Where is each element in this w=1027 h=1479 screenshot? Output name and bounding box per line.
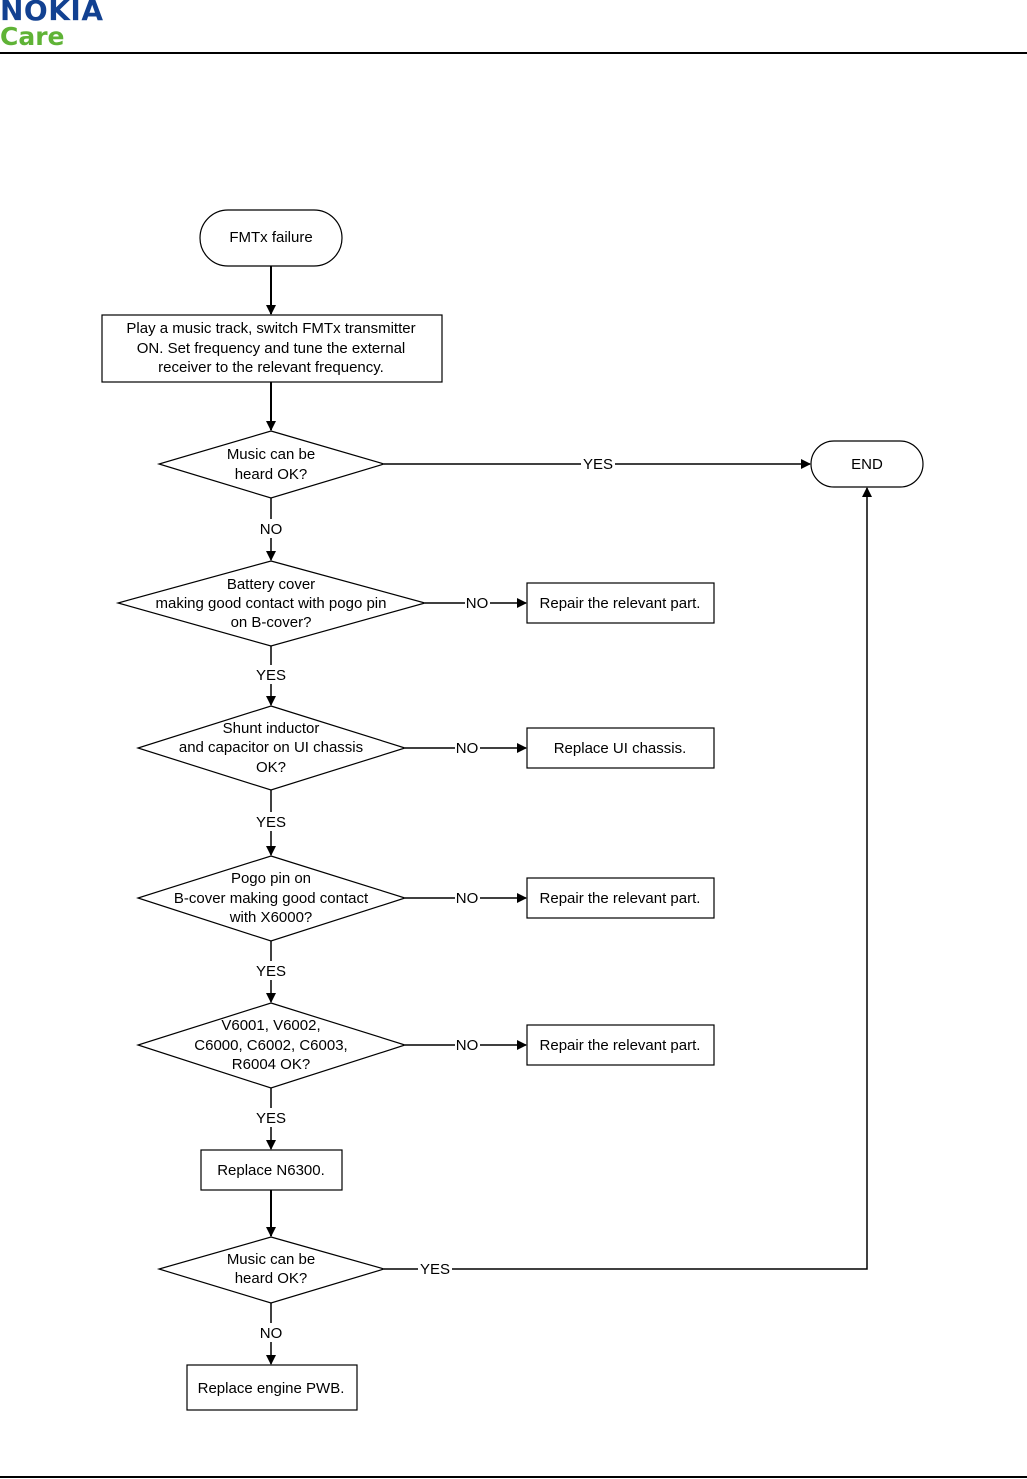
play-step-line-1: Play a music track, switch FMTx transmit… [126,320,415,337]
pogo-line-1: Pogo pin on [231,870,311,887]
decision-music-heard-1: Music can be heard OK? [156,430,387,499]
components-line-3: R6004 OK? [232,1056,310,1073]
label-yes-q2: YES [420,1261,450,1278]
end-terminator: END [810,440,924,488]
nokia-logo: NOKIA [0,0,104,27]
replace-ui-chassis-label: Replace UI chassis. [554,740,687,757]
action-repair-components: Repair the relevant part. [526,1024,715,1066]
battery-line-2: making good contact with pogo pin [156,595,387,612]
label-no-shunt: NO [456,740,479,757]
components-line-1: V6001, V6002, [221,1017,320,1034]
edge-q2-yes-to-end [452,487,872,1270]
footer-divider [0,1476,1027,1478]
q2-line-2: heard OK? [235,1270,308,1287]
decision-battery-cover: Battery cover making good contact with p… [115,560,428,647]
label-no-q2: NO [260,1325,283,1342]
components-line-2: C6000, C6002, C6003, [194,1037,347,1054]
decision-music-heard-2: Music can be heard OK? [156,1236,387,1304]
battery-line-3: on B-cover? [231,614,312,631]
pogo-line-2: B-cover making good contact [174,890,369,907]
label-yes-components: YES [256,1110,286,1127]
battery-line-1: Battery cover [227,576,315,593]
play-step-line-2: ON. Set frequency and tune the external [137,340,406,357]
q1-line-1: Music can be [227,446,315,463]
label-no-pogo: NO [456,890,479,907]
label-yes-shunt: YES [256,814,286,831]
action-replace-engine-pwb: Replace engine PWB. [186,1364,358,1411]
decision-components: V6001, V6002, C6000, C6002, C6003, R6004… [136,1002,407,1089]
action-repair-pogo: Repair the relevant part. [526,877,715,919]
shunt-line-3: OK? [256,759,286,776]
play-music-step: Play a music track, switch FMTx transmit… [101,314,443,383]
action-replace-n6300: Replace N6300. [200,1149,343,1191]
page-header: NOKIA Care [0,0,1027,56]
label-no-battery: NO [466,595,489,612]
action-replace-ui-chassis: Replace UI chassis. [526,727,715,769]
q2-line-1: Music can be [227,1251,315,1268]
label-yes-pogo: YES [256,963,286,980]
start-terminator: FMTx failure [199,209,343,267]
label-yes-q1: YES [583,456,613,473]
action-repair-battery: Repair the relevant part. [526,582,715,624]
label-no-q1: NO [260,521,283,538]
shunt-line-1: Shunt inductor [223,720,320,737]
shunt-line-2: and capacitor on UI chassis [179,739,363,756]
care-logo: Care [0,22,65,51]
decision-shunt-inductor: Shunt inductor and capacitor on UI chass… [136,705,408,791]
label-no-components: NO [456,1037,479,1054]
pogo-line-3: with X6000? [229,909,313,926]
replace-pwb-label: Replace engine PWB. [198,1380,345,1397]
repair-battery-label: Repair the relevant part. [540,595,701,612]
decision-pogo-pin: Pogo pin on B-cover making good contact … [136,855,407,942]
q1-line-2: heard OK? [235,466,308,483]
header-divider [0,52,1027,54]
repair-components-label: Repair the relevant part. [540,1037,701,1054]
replace-n6300-label: Replace N6300. [217,1162,325,1179]
start-label: FMTx failure [229,229,312,246]
end-label: END [851,456,883,473]
play-step-line-3: receiver to the relevant frequency. [158,359,384,376]
label-yes-battery: YES [256,667,286,684]
repair-pogo-label: Repair the relevant part. [540,890,701,907]
